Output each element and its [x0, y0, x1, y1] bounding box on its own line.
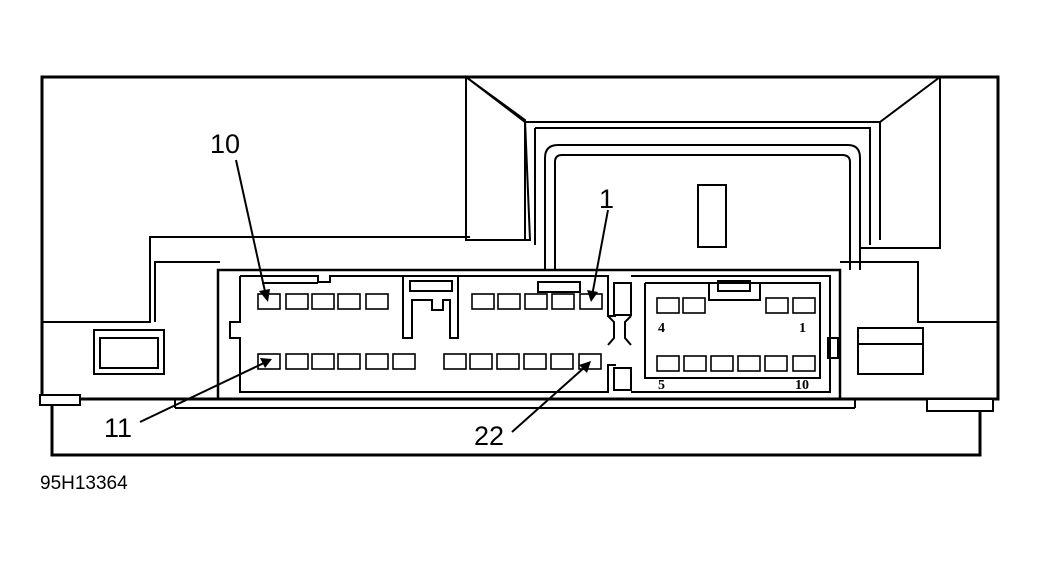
- pin-15: [365, 353, 389, 370]
- pin-18: [469, 353, 493, 370]
- left-bottom-pins: [257, 353, 602, 370]
- label-right-10: 10: [795, 378, 809, 393]
- arrowhead-11: [260, 358, 272, 368]
- label-pin-11: 11: [104, 413, 132, 443]
- pin-12: [285, 353, 309, 370]
- latch-block: [465, 75, 998, 375]
- arrowheads: [259, 289, 598, 373]
- label-pin-1: 1: [599, 184, 614, 214]
- rpin-4: [656, 297, 680, 314]
- leader-1: [591, 209, 609, 297]
- pin-11: [257, 353, 281, 370]
- latch-window: [697, 184, 727, 248]
- arrowhead-22: [579, 361, 591, 373]
- pin-20: [523, 353, 547, 370]
- rpin-10: [792, 355, 816, 372]
- right-bottom-pins: [656, 355, 816, 372]
- leader-11: [139, 361, 267, 423]
- pin-2: [551, 293, 575, 310]
- figure-id: 95H13364: [40, 473, 128, 494]
- pin-8: [311, 293, 335, 310]
- leader-10: [235, 159, 267, 297]
- label-right-1: 1: [799, 321, 806, 336]
- pin-5: [471, 293, 495, 310]
- pin-9: [285, 293, 309, 310]
- pin-19: [496, 353, 520, 370]
- arrowhead-1: [587, 290, 598, 302]
- left-tab: [93, 329, 165, 375]
- pin-4: [497, 293, 521, 310]
- rpin-2: [765, 297, 789, 314]
- left-top-pins: [257, 293, 603, 310]
- label-right-4: 4: [658, 321, 665, 336]
- rpin-7: [710, 355, 734, 372]
- arrowhead-10: [259, 289, 270, 302]
- pin-17: [443, 353, 467, 370]
- rpin-5: [656, 355, 680, 372]
- label-right-5: 5: [658, 378, 665, 393]
- pin-22: [578, 353, 602, 370]
- rpin-1: [792, 297, 816, 314]
- pin-7: [337, 293, 361, 310]
- pin-10: [257, 293, 281, 310]
- pin-21: [550, 353, 574, 370]
- label-pin-10: 10: [210, 129, 240, 159]
- rpin-3: [682, 297, 706, 314]
- pin-6: [365, 293, 389, 310]
- pin-3: [524, 293, 548, 310]
- label-pin-22: 22: [474, 421, 504, 451]
- rpin-9: [764, 355, 788, 372]
- pin-16: [392, 353, 416, 370]
- leader-22: [511, 365, 587, 433]
- right-top-pins: [656, 297, 816, 314]
- leader-lines: [139, 159, 609, 433]
- left-connector: [216, 268, 842, 401]
- rpin-8: [737, 355, 761, 372]
- rpin-6: [683, 355, 707, 372]
- pin-13: [311, 353, 335, 370]
- pin-14: [337, 353, 361, 370]
- right-connector: [631, 275, 839, 393]
